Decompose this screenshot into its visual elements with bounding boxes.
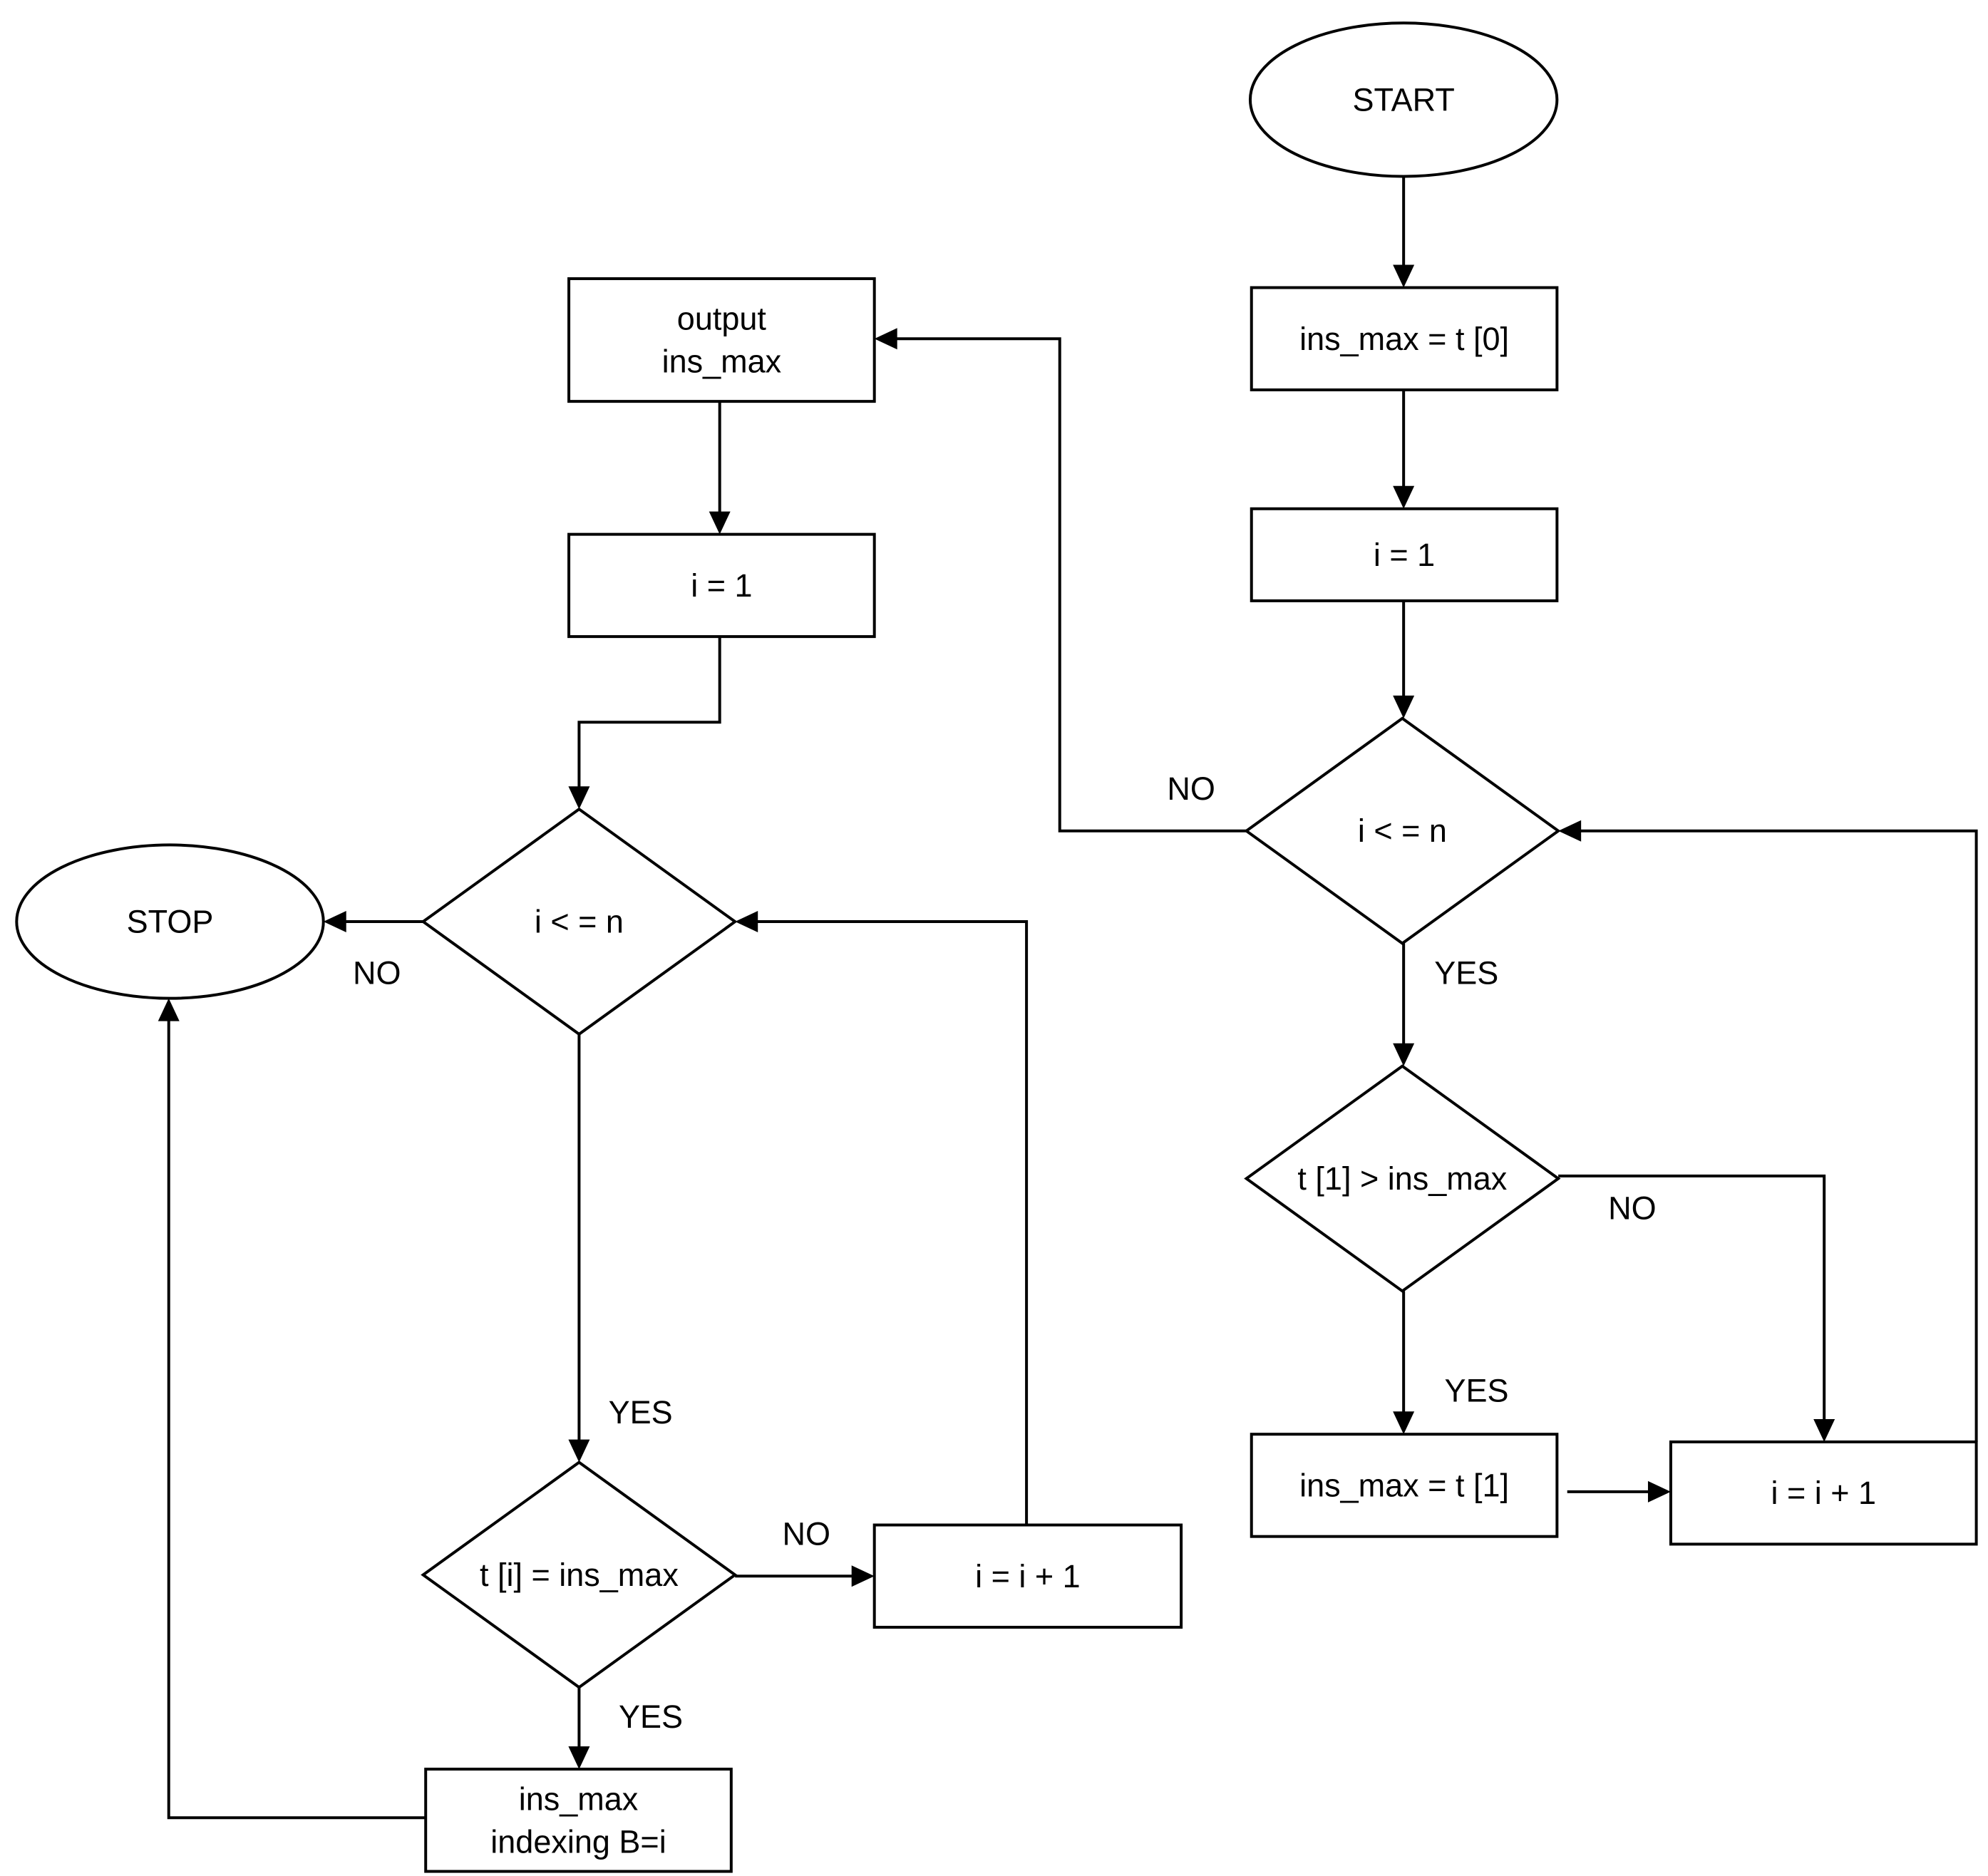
arrowhead xyxy=(709,511,731,535)
node-label: t [1] > ins_max xyxy=(1297,1160,1507,1197)
node-stop: STOP xyxy=(15,843,325,1000)
edge-init-i-right-to-cond-loop-right xyxy=(1393,600,1415,718)
connector-line xyxy=(1572,829,1978,1442)
edge-assign-max-to-incr-right xyxy=(1567,1480,1671,1503)
process-box xyxy=(1250,1433,1559,1538)
node-label: output xyxy=(677,301,767,337)
connector-line xyxy=(1558,1174,1826,1428)
node-incr-left: i = i + 1 xyxy=(872,1523,1183,1629)
node-label: i = 1 xyxy=(691,567,752,604)
arrowhead xyxy=(874,328,897,350)
edge-cond-loop-left-to-stop: NO xyxy=(323,911,423,991)
node-label: i = 1 xyxy=(1374,537,1435,573)
arrowhead xyxy=(1393,1043,1415,1066)
connector-line xyxy=(748,920,1029,1525)
edge-cond-equal-to-incr-left: NO xyxy=(735,1516,875,1587)
edge-label: NO xyxy=(1167,770,1215,807)
edge-label: NO xyxy=(1608,1190,1657,1226)
connector-line xyxy=(167,1011,426,1820)
edge-cond-loop-right-to-output-max: NO xyxy=(874,328,1247,833)
arrowhead xyxy=(1558,820,1582,842)
edge-incr-left-to-cond-loop-left xyxy=(735,911,1029,1525)
process-box xyxy=(567,277,876,403)
arrowhead xyxy=(1813,1418,1835,1442)
edge-label: NO xyxy=(353,954,401,991)
arrowhead xyxy=(568,1746,590,1770)
edge-cond-compare-to-assign-max: YES xyxy=(1393,1291,1509,1435)
arrowhead xyxy=(323,911,346,933)
node-output-max: output ins_max xyxy=(567,277,876,403)
node-init-i-left: i = 1 xyxy=(567,532,876,639)
connector-line xyxy=(887,337,1247,833)
process-box xyxy=(424,1768,733,1873)
node-init-i-right: i = 1 xyxy=(1250,507,1559,602)
edge-cond-loop-right-to-cond-compare: YES xyxy=(1393,943,1498,1066)
node-init-max: ins_max = t [0] xyxy=(1250,286,1559,391)
node-index-result: ins_max indexing B=i xyxy=(424,1768,733,1873)
arrowhead xyxy=(568,786,590,810)
node-label: ins_max = t [0] xyxy=(1299,321,1509,357)
node-label: i < = n xyxy=(1358,813,1447,849)
arrowhead xyxy=(1393,1411,1415,1435)
node-label: START xyxy=(1352,81,1454,118)
node-assign-max: ins_max = t [1] xyxy=(1250,1433,1559,1538)
process-box xyxy=(1669,1440,1978,1546)
process-box xyxy=(1250,286,1559,391)
edge-label: YES xyxy=(1445,1373,1509,1409)
node-cond-equal: t [i] = ins_max xyxy=(421,1460,738,1689)
node-label: t [i] = ins_max xyxy=(480,1557,679,1593)
edge-cond-equal-to-index-result: YES xyxy=(568,1687,683,1770)
node-label: i = i + 1 xyxy=(975,1558,1081,1594)
edge-index-result-to-stop xyxy=(158,998,426,1820)
node-incr-right: i = i + 1 xyxy=(1669,1440,1978,1546)
edge-init-max-to-init-i-right xyxy=(1393,389,1415,509)
node-label: i < = n xyxy=(535,904,624,940)
node-cond-loop-right: i < = n xyxy=(1244,716,1561,945)
arrowhead xyxy=(1393,695,1415,718)
process-box xyxy=(567,532,876,639)
edge-label: YES xyxy=(619,1699,683,1735)
arrowhead xyxy=(568,1439,590,1463)
arrowhead xyxy=(851,1565,875,1587)
edge-label: NO xyxy=(783,1516,831,1552)
node-cond-compare: t [1] > ins_max xyxy=(1244,1064,1561,1293)
arrowhead xyxy=(735,911,758,933)
edge-label: YES xyxy=(1434,954,1498,991)
edge-incr-right-to-cond-loop-right xyxy=(1558,820,1978,1442)
node-cond-loop-left: i < = n xyxy=(421,807,738,1036)
edge-output-max-to-init-i-left xyxy=(709,401,731,535)
arrowhead xyxy=(1393,264,1415,288)
node-label: STOP xyxy=(127,904,214,940)
node-label: indexing B=i xyxy=(490,1823,666,1860)
edge-start-to-init-max xyxy=(1393,176,1415,288)
node-start: START xyxy=(1248,21,1559,178)
edge-cond-compare-to-incr-right: NO xyxy=(1558,1174,1835,1442)
node-label: i = i + 1 xyxy=(1771,1475,1876,1511)
node-label: ins_max xyxy=(662,344,782,380)
arrowhead xyxy=(1647,1480,1671,1503)
arrowhead xyxy=(158,998,180,1021)
edge-label: YES xyxy=(609,1394,673,1431)
node-label: ins_max xyxy=(519,1780,639,1817)
arrowhead xyxy=(1393,485,1415,509)
connector-line xyxy=(577,636,721,796)
edge-cond-loop-left-to-cond-equal: YES xyxy=(568,1034,673,1463)
node-label: ins_max = t [1] xyxy=(1299,1467,1509,1503)
process-box xyxy=(1250,507,1559,602)
edge-init-i-left-to-cond-loop-left xyxy=(568,636,721,810)
